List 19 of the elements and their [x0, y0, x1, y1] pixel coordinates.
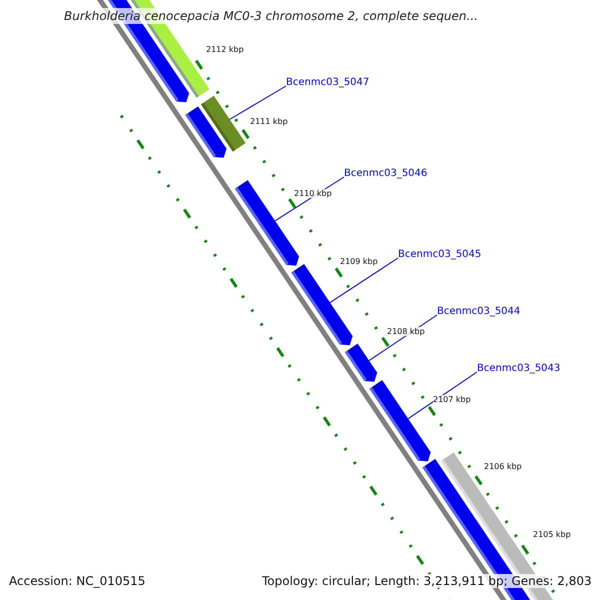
- tick-label: 2109 kbp: [340, 257, 378, 266]
- leader-line: [408, 372, 478, 420]
- leader-line: [330, 258, 398, 304]
- gene-label: Bcenmc03_5045: [398, 249, 482, 260]
- summary-text: Topology: circular; Length: 3,213,911 bp; Genes: 2,803: [262, 574, 592, 588]
- gene-feature: [291, 264, 353, 346]
- leader-line: [229, 86, 286, 120]
- accession-text: Accession: NC_010515: [9, 574, 146, 588]
- gene-feature: [369, 380, 431, 462]
- tick-label: 2105 kbp: [533, 530, 571, 539]
- tick-label: 2112 kbp: [206, 45, 244, 54]
- tick-label: 2106 kbp: [484, 462, 522, 471]
- gene-feature: [200, 96, 246, 152]
- gene-label: Bcenmc03_5043: [477, 363, 560, 374]
- gene-label: Bcenmc03_5044: [437, 306, 520, 317]
- gene-label: Bcenmc03_5047: [286, 77, 370, 88]
- tick-label: 2110 kbp: [294, 189, 332, 198]
- gene-label: Bcenmc03_5046: [344, 168, 428, 179]
- gene-feature: [344, 344, 378, 382]
